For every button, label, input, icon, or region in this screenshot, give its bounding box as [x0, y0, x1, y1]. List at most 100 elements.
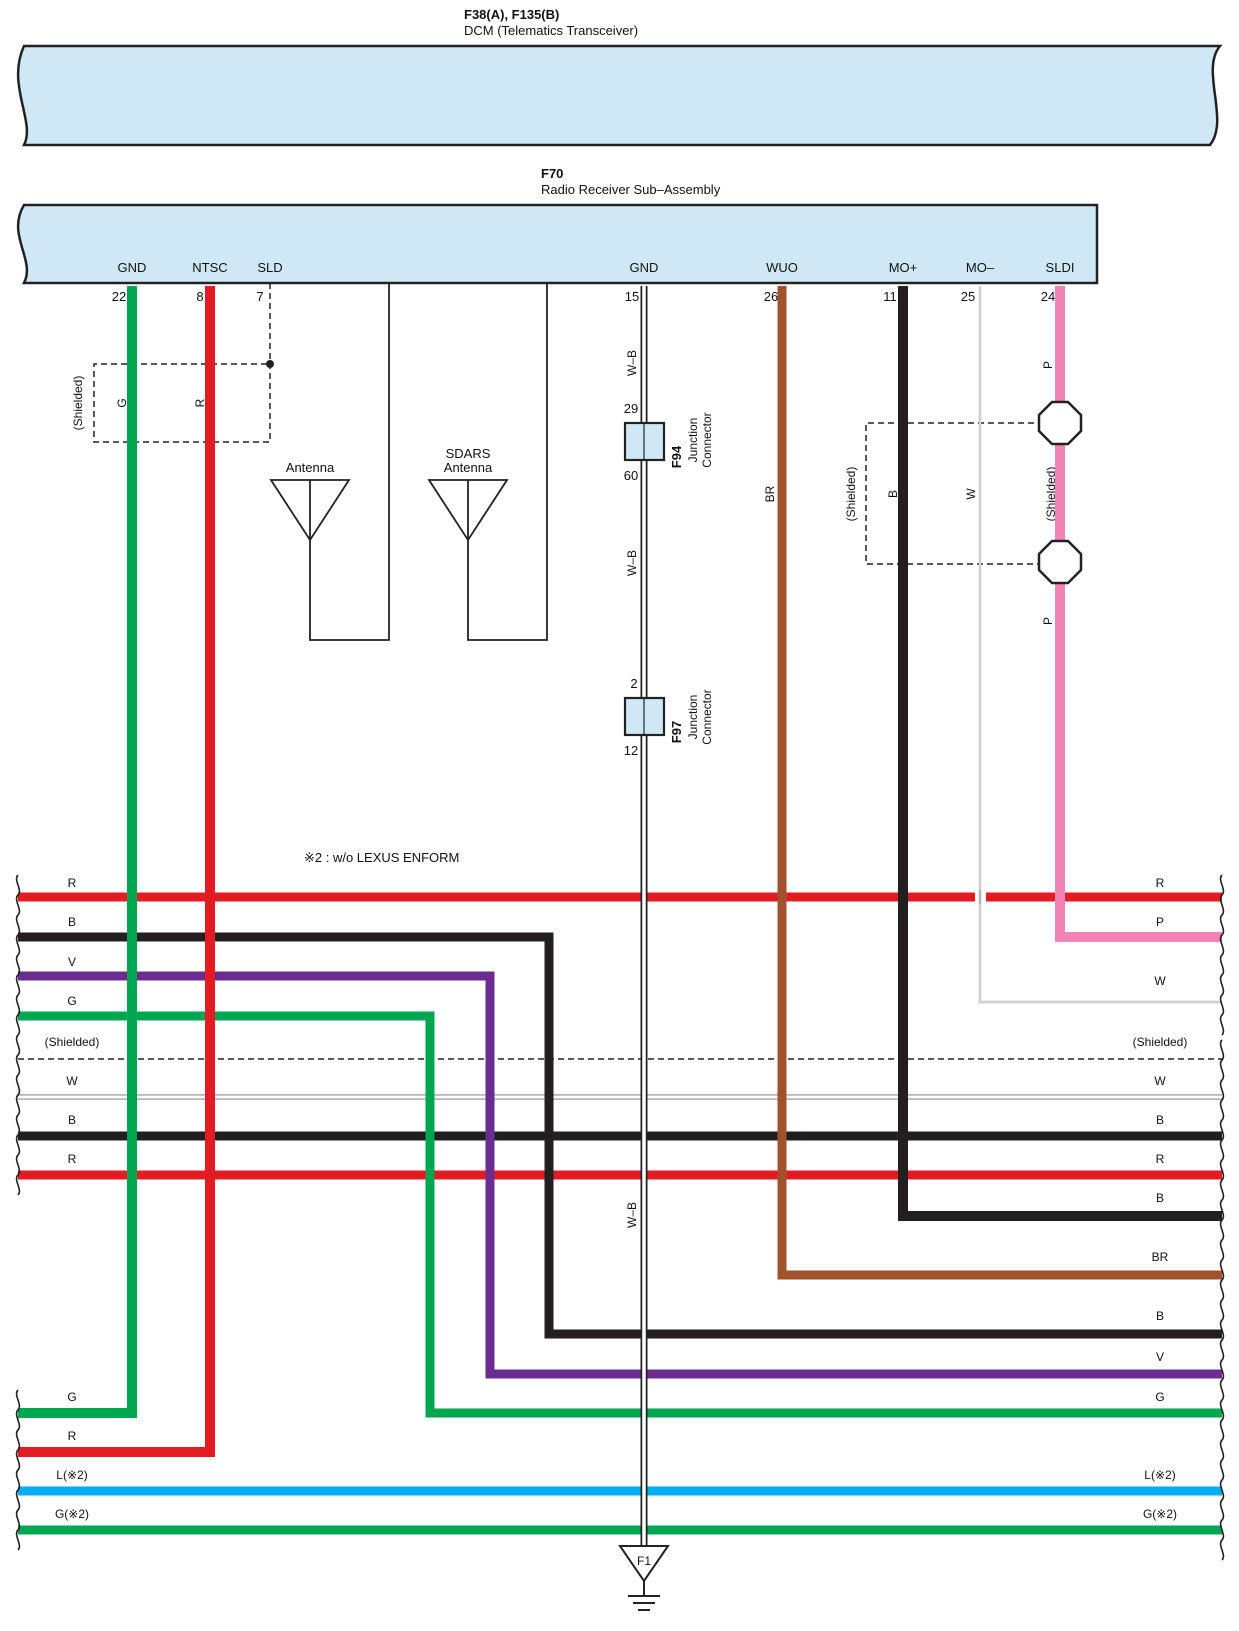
- wire-label-p: P: [1041, 361, 1055, 369]
- pin-number: 24: [1041, 289, 1055, 304]
- left-shield-wire-label: G: [115, 398, 129, 407]
- junction-label: Connector: [700, 689, 714, 744]
- break-mark: [15, 1389, 21, 1551]
- shield-octagon-bottom: [1037, 539, 1083, 585]
- ground-f1: [618, 1545, 670, 1611]
- antenna-loop: [269, 283, 390, 641]
- bus-label: R: [1156, 876, 1165, 890]
- pin-numbers: 22 8 7 15 26 11 25 24: [112, 289, 1055, 304]
- bus-label: G(※2): [1143, 1507, 1177, 1521]
- antenna-label: Antenna: [286, 460, 335, 475]
- right-shield-label: (Shielded): [844, 467, 858, 522]
- dcm-name: DCM (Telematics Transceiver): [464, 23, 638, 38]
- wire-label-p: P: [1041, 617, 1055, 625]
- terminal-name: SLD: [257, 260, 282, 275]
- junction-label: Junction: [686, 418, 700, 463]
- bus-label: W: [1154, 1074, 1166, 1088]
- radio-name: Radio Receiver Sub–Assembly: [541, 182, 721, 197]
- pin-number: 15: [625, 289, 639, 304]
- sdars-antenna-label: Antenna: [444, 460, 493, 475]
- bus-label: P: [1156, 915, 1164, 929]
- right-shield-label: (Shielded): [1044, 467, 1058, 522]
- sdars-antenna-label: SDARS: [446, 446, 491, 461]
- bus-label: R: [68, 1152, 77, 1166]
- wire-label-wb: W–B: [625, 350, 639, 376]
- pin-number: 26: [764, 289, 778, 304]
- wire-b-reroute: [18, 932, 1222, 1339]
- bus-labels-left: R B V G (Shielded) W B R G R L(※2) G(※2): [45, 876, 100, 1521]
- bus-label: (Shielded): [45, 1035, 100, 1049]
- bus-label: G(※2): [55, 1507, 89, 1521]
- junction-code: F97: [669, 721, 684, 743]
- terminal-name: MO–: [966, 260, 995, 275]
- dcm-module: [16, 44, 1223, 147]
- wire-label-wb: W–B: [625, 550, 639, 576]
- bus-label: W: [66, 1074, 78, 1088]
- ground-label: F1: [637, 1554, 651, 1568]
- wire-v-reroute: [18, 971, 1222, 1379]
- terminal-name: MO+: [889, 260, 918, 275]
- pin-number: 11: [883, 289, 897, 304]
- break-mark: [15, 874, 21, 1196]
- wire-r-ntsc: [18, 286, 215, 1457]
- pin-number: 22: [112, 289, 126, 304]
- bus-label: B: [1156, 1191, 1164, 1205]
- junction-pin: 60: [624, 468, 638, 483]
- bus-label: L(※2): [56, 1468, 87, 1482]
- wire-g-reroute: [18, 1011, 1222, 1418]
- bus-label: B: [1156, 1113, 1164, 1127]
- junction-code: F94: [669, 445, 684, 468]
- terminal-names: GND NTSC SLD GND WUO MO+ MO– SLDI: [118, 260, 1075, 275]
- junction-label: Junction: [686, 695, 700, 740]
- junction-pin: 12: [624, 743, 638, 758]
- bus-label: BR: [1152, 1250, 1169, 1264]
- break-marks: [15, 874, 1225, 1561]
- wire-label-wb: W–B: [625, 1202, 639, 1228]
- bus-label: L(※2): [1144, 1468, 1175, 1482]
- bus-label: V: [1156, 1350, 1164, 1364]
- wire-p-sldi: [1055, 286, 1222, 942]
- bus-label: R: [68, 876, 77, 890]
- bus-label: G: [67, 1390, 76, 1404]
- bus-label: B: [68, 915, 76, 929]
- pin-number: 8: [196, 289, 203, 304]
- left-shield: [93, 283, 271, 443]
- wire-g-gnd: [18, 286, 137, 1418]
- shield-splice-dot: [266, 360, 274, 368]
- sdars-antenna-loop: [427, 283, 548, 641]
- dcm-code: F38(A), F135(B): [464, 7, 559, 22]
- break-mark: [1219, 874, 1225, 1036]
- bus-label: W: [1154, 974, 1166, 988]
- junction-label: Connector: [700, 412, 714, 467]
- shield-octagon-top: [1037, 400, 1083, 446]
- wire-w-mo-minus-inner: [979, 286, 1222, 1003]
- left-shield-wire-label: R: [193, 398, 207, 407]
- bus-label: G: [67, 994, 76, 1008]
- right-shield-wire-label: B: [886, 490, 900, 498]
- bus-label: (Shielded): [1133, 1035, 1188, 1049]
- junction-pin: 29: [624, 401, 638, 416]
- pin-number: 7: [256, 289, 263, 304]
- wire-br-wuo: [777, 286, 1222, 1280]
- terminal-name: SLDI: [1046, 260, 1075, 275]
- wire-b-mo-plus: [898, 286, 1222, 1221]
- bus-wires: [18, 286, 1222, 1535]
- bus-labels-right: R P W (Shielded) W B R B BR B V G L(※2) …: [1133, 876, 1188, 1521]
- terminal-name: GND: [630, 260, 659, 275]
- pin-number: 25: [961, 289, 975, 304]
- terminal-name: NTSC: [192, 260, 227, 275]
- footnote: ※2 : w/o LEXUS ENFORM: [304, 850, 459, 865]
- wire-label-br: BR: [763, 485, 777, 502]
- terminal-name: WUO: [766, 260, 798, 275]
- bus-label: R: [68, 1429, 77, 1443]
- terminal-name: GND: [118, 260, 147, 275]
- left-shield-label: (Shielded): [71, 376, 85, 431]
- bus-label: G: [1155, 1390, 1164, 1404]
- break-mark: [1219, 1039, 1225, 1561]
- junction-pin: 2: [630, 676, 637, 691]
- bus-label: B: [1156, 1309, 1164, 1323]
- radio-code: F70: [541, 166, 563, 181]
- right-shield-wire-label: W: [964, 488, 978, 500]
- bus-label: V: [68, 955, 76, 969]
